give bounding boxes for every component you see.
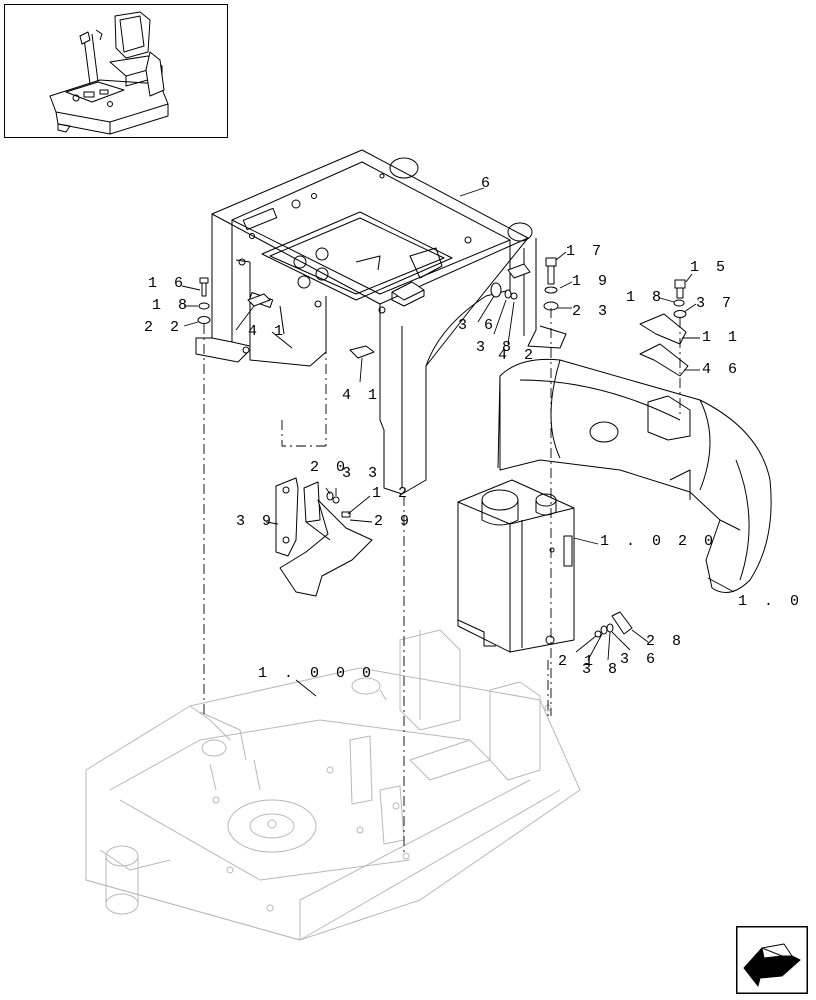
callout-46: 4 6 [702, 361, 742, 378]
next-page-arrow-icon[interactable] [736, 926, 808, 994]
side-bracket [275, 477, 373, 597]
callout-42: 4 2 [498, 347, 538, 364]
callout-39: 3 9 [236, 513, 276, 530]
callout-18-right: 1 8 [626, 289, 666, 306]
callout-22: 2 2 [144, 319, 184, 336]
callout-20: 2 0 [310, 459, 350, 476]
callout-11: 1 1 [702, 329, 742, 346]
inset-thumbnail [4, 4, 228, 138]
callout-16: 1 6 [148, 275, 188, 292]
callout-41-left: 4 1 [248, 323, 288, 340]
callout-38-top: 3 8 [476, 339, 516, 356]
callout-19: 1 9 [572, 273, 612, 290]
base-chassis [85, 629, 581, 941]
callout-15: 1 5 [690, 259, 730, 276]
callout-23: 2 3 [572, 303, 612, 320]
callout-1-000: 1 . 0 0 0 [258, 665, 376, 682]
counterweight [497, 358, 772, 593]
callout-1-00: 1 . 0 0 [738, 593, 816, 610]
callout-28: 2 8 [646, 633, 686, 650]
hydraulic-tank [457, 479, 575, 653]
operator-seat-thumbnail-icon [49, 11, 169, 135]
callout-17: 1 7 [566, 243, 606, 260]
callout-12: 1 2 [372, 485, 412, 502]
fasteners [197, 257, 689, 638]
callout-36-bottom: 3 6 [620, 651, 660, 668]
alignment-lines [203, 304, 681, 856]
leader-lines [181, 187, 735, 697]
callout-38-bottom: 3 8 [582, 661, 622, 678]
main-frame [195, 149, 567, 495]
callout-41-center: 4 1 [342, 387, 382, 404]
callout-33: 3 3 [342, 465, 382, 482]
callout-36-top: 3 6 [458, 317, 498, 334]
callout-18-left: 1 8 [152, 297, 192, 314]
callout-21: 2 1 [558, 653, 598, 670]
callout-1-020: 1 . 0 2 0 [600, 533, 718, 550]
callout-37-top: 3 7 [696, 295, 736, 312]
callout-6: 6 [481, 175, 495, 192]
callout-29: 2 9 [374, 513, 414, 530]
